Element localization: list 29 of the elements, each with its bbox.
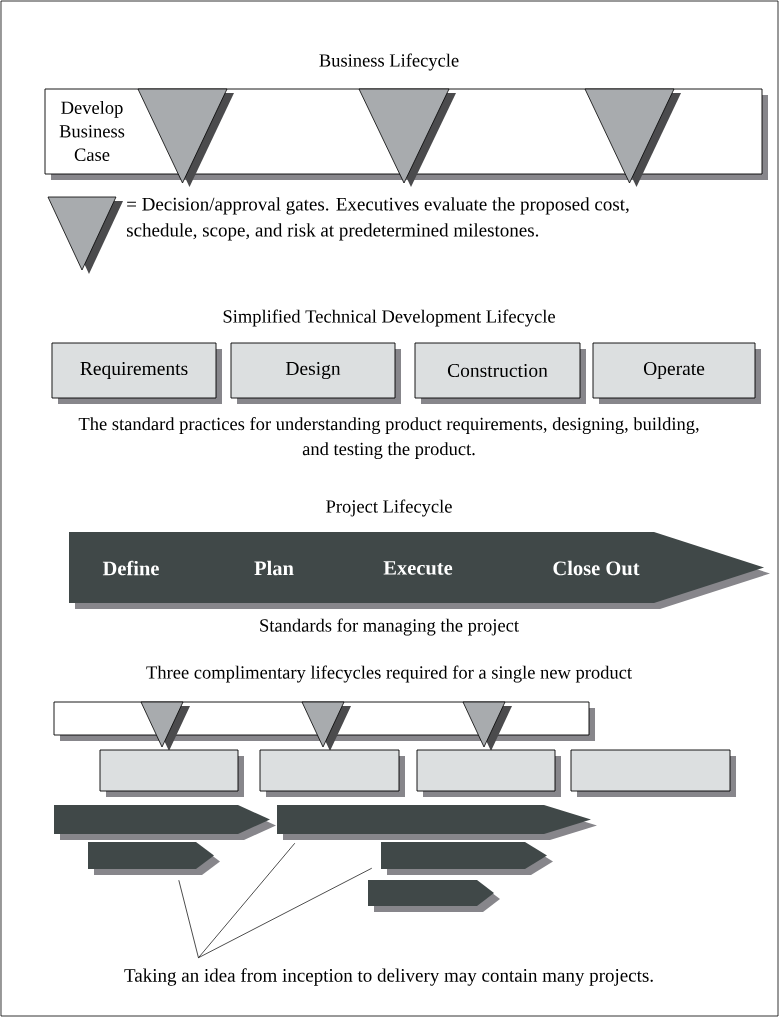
project-bar [277,805,597,840]
phase-box [570,749,736,797]
gate-triangle [137,88,234,187]
section-heading: Simplified Technical Development Lifecycle [223,309,555,327]
description-text: The standard practices for understanding product requirements, designing, building, and testing the product. [78,417,699,459]
leader-line [198,842,296,959]
gate-triangle [358,88,456,187]
section-heading: Business Lifecycle [319,53,459,71]
phase-box [259,749,405,797]
legend-text: = Decision/approval gates. Executives evaluate the proposed cost, schedule, scope, and risk at predetermined milestones. [127,197,629,241]
project-bar [54,805,276,840]
gate-triangle [301,701,351,751]
section-heading: Project Lifecycle [326,499,452,517]
project-bar [88,842,220,875]
phase-box: Design [230,342,401,404]
gate-triangle [584,88,681,187]
leader-line [178,879,199,959]
section-heading: Three complimentary lifecycles required for a single new product [146,665,632,683]
caption-text: Taking an idea from inception to delivery may contain many projects. [124,968,653,986]
gate-triangle [140,701,190,751]
project-bar [368,880,500,912]
phase-box [99,749,244,797]
phase-box: Requirements [51,342,222,404]
phase-box: Operate [592,342,761,404]
phase-box: Construction [414,342,586,404]
leader-line [198,867,373,959]
phase-box [416,749,561,797]
gate-triangle [462,701,512,751]
project-bar [381,842,553,875]
